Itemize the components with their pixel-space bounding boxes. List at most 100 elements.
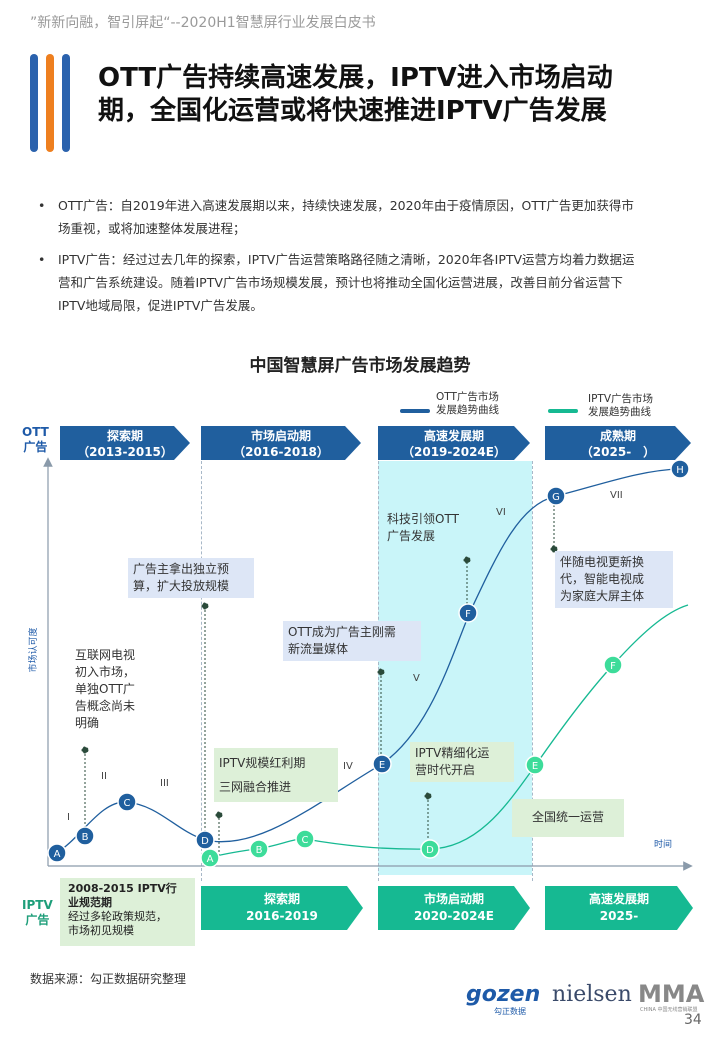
stage-numeral: VII (610, 490, 623, 501)
high-growth-highlight (378, 461, 532, 875)
pointer-dots (81, 505, 558, 856)
phase-divider (201, 461, 202, 881)
iptv-node-label: F (610, 661, 616, 672)
nielsen-logo: nielsen (552, 982, 632, 1007)
note-text: 算，扩大投放规模 (133, 579, 230, 593)
bullet-dot-icon: • (38, 252, 46, 267)
iptv-node-d (420, 839, 440, 859)
iptv-side-label: IPTV 广告 (22, 898, 53, 928)
box-text: 业规范期 (68, 896, 112, 909)
bullet-list: • OTT广告：自2019年进入高速发展期以来，持续快速发展，2020年由于疫情… (38, 194, 678, 325)
blue-accent-bar-2 (62, 54, 70, 152)
ott-node-d (195, 830, 215, 850)
note-text: 互联网电视 (75, 648, 136, 662)
ott-node-label: A (54, 849, 61, 860)
box-text: 经过多轮政策规范， (68, 910, 167, 923)
ott-side-label: OTT 广告 (22, 425, 49, 455)
iptv-node-b (249, 839, 269, 859)
legend-text: IPTV广告市场 (588, 393, 654, 405)
note-tech-lead: 科技引领OTT 广告发展 (382, 508, 492, 548)
note-text: 单独OTT广 (75, 682, 135, 696)
note-text: 营时代开启 (415, 763, 476, 777)
note-internet-tv: 互联网电视 初入市场， 单独OTT广 告概念尚未 明确 (70, 644, 180, 735)
mma-logo-sub: CHINA 中国无线营销联盟 (640, 1007, 698, 1013)
note-text: 代，智能电视成 (560, 572, 645, 586)
ott-phase-growth: 高速发展期 （2019-2024E） (378, 426, 530, 460)
phase-name: 高速发展期 (423, 429, 484, 443)
ott-node-f (458, 603, 478, 623)
data-source: 数据来源：勾正数据研究整理 (30, 972, 187, 986)
page-title-line-2: 期，全国化运营或将快速推进IPTV广告发展 (98, 96, 607, 126)
note-text: 新流量媒体 (288, 642, 349, 656)
ott-node-label: B (82, 832, 89, 843)
side-label-text: OTT (22, 425, 49, 439)
note-text: IPTV精细化运 (415, 746, 490, 760)
note-text: 伴随电视更新换 (560, 555, 645, 569)
iptv-legend-label: IPTV广告市场 发展趋势曲线 (588, 393, 653, 419)
mma-logo: MMA (638, 980, 705, 1008)
bullet-text: 场重视，或将加速整体发展进程； (58, 221, 246, 236)
stage-numeral: I (67, 812, 70, 823)
note-national-ops: 全国统一运营 (512, 799, 624, 837)
side-label-text: 广告 (23, 440, 48, 454)
ott-node-label: C (124, 798, 131, 809)
page-number: 34 (684, 1012, 702, 1028)
phase-name: 市场启动期 (250, 429, 311, 443)
note-iptv-dividend: IPTV规模红利期 三网融合推进 (214, 748, 338, 802)
legend-text: OTT广告市场 (436, 391, 499, 403)
note-text: 广告主拿出独立预 (133, 562, 230, 576)
orange-accent-bar (46, 54, 54, 152)
iptv-node-a (200, 848, 220, 868)
note-family-screen: 伴随电视更新换 代，智能电视成 为家庭大屏主体 (555, 551, 673, 608)
iptv-legend-line (548, 409, 578, 413)
phase-divider (532, 461, 533, 881)
note-text: 科技引领OTT (387, 512, 459, 526)
iptv-phase-growth: 高速发展期 2025- (545, 886, 693, 930)
phase-years: （2013-2015） (77, 445, 173, 459)
ott-legend-line (400, 409, 430, 413)
ott-phase-launch: 市场启动期 （2016-2018） (201, 426, 361, 460)
bullet-text: IPTV地域局限，促进IPTV广告发展。 (58, 298, 263, 313)
legend-text: 发展趋势曲线 (588, 406, 651, 418)
stage-numeral: IV (343, 761, 353, 772)
ott-node-a (47, 843, 67, 863)
stage-numeral: VI (496, 507, 506, 518)
ott-phase-explore: 探索期 （2013-2015） (60, 426, 190, 460)
y-axis-label: 市场认可度 (27, 627, 39, 672)
phase-years: （2025- ） (580, 445, 656, 459)
ott-node-c (117, 792, 137, 812)
bullet-item: • IPTV广告：经过过去几年的探索，IPTV广告运营策略路径随之清晰，2020… (38, 248, 678, 317)
ott-node-g (546, 486, 566, 506)
iptv-node-label: D (426, 845, 434, 856)
stage-numeral: III (160, 778, 169, 789)
stage-numeral: II (101, 771, 107, 782)
note-text: IPTV规模红利期 (219, 756, 306, 770)
page-title: OTT广告持续高速发展，IPTV进入市场启动 期，全国化运营或将快速推进IPTV… (98, 62, 698, 128)
gozen-logo-sub: 勾正数据 (494, 1007, 526, 1016)
note-ott-media: OTT成为广告主刚需 新流量媒体 (283, 621, 421, 661)
bullet-dot-icon: • (38, 198, 46, 213)
iptv-nodes: A B C D E F (200, 655, 623, 868)
note-text: 初入市场， (75, 665, 136, 679)
bullet-text: OTT广告：自2019年进入高速发展期以来，持续快速发展，2020年由于疫情原因… (58, 198, 634, 213)
bullet-item: • OTT广告：自2019年进入高速发展期以来，持续快速发展，2020年由于疫情… (38, 194, 678, 240)
bullet-text: 营和广告系统建设。随着IPTV广告市场规模发展，预计也将推动全国化运营进展，改善… (58, 275, 623, 290)
legend-text: 发展趋势曲线 (436, 404, 499, 416)
phase-name: 高速发展期 (588, 892, 649, 906)
diagram-title: 中国智慧屏广告市场发展趋势 (249, 356, 471, 376)
phase-name: 探索期 (263, 892, 300, 906)
x-axis-label: 时间 (654, 838, 672, 850)
iptv-node-f (603, 655, 623, 675)
ott-node-label: D (201, 836, 209, 847)
iptv-node-label: C (302, 835, 309, 846)
blue-accent-bar (30, 54, 38, 152)
report-header: ”新新向融，智引屏起“--2020H1智慧屏行业发展白皮书 (30, 15, 376, 31)
ott-phase-mature: 成熟期 （2025- ） (545, 426, 691, 460)
note-text: 三网融合推进 (219, 780, 292, 794)
note-iptv-refine: IPTV精细化运 营时代开启 (410, 742, 514, 782)
ott-legend-label: OTT广告市场 发展趋势曲线 (436, 391, 499, 417)
note-text: 明确 (75, 716, 100, 730)
box-text: 2008-2015 IPTV行 (68, 882, 177, 895)
ott-node-label: G (552, 492, 560, 503)
ott-node-label: H (676, 465, 684, 476)
